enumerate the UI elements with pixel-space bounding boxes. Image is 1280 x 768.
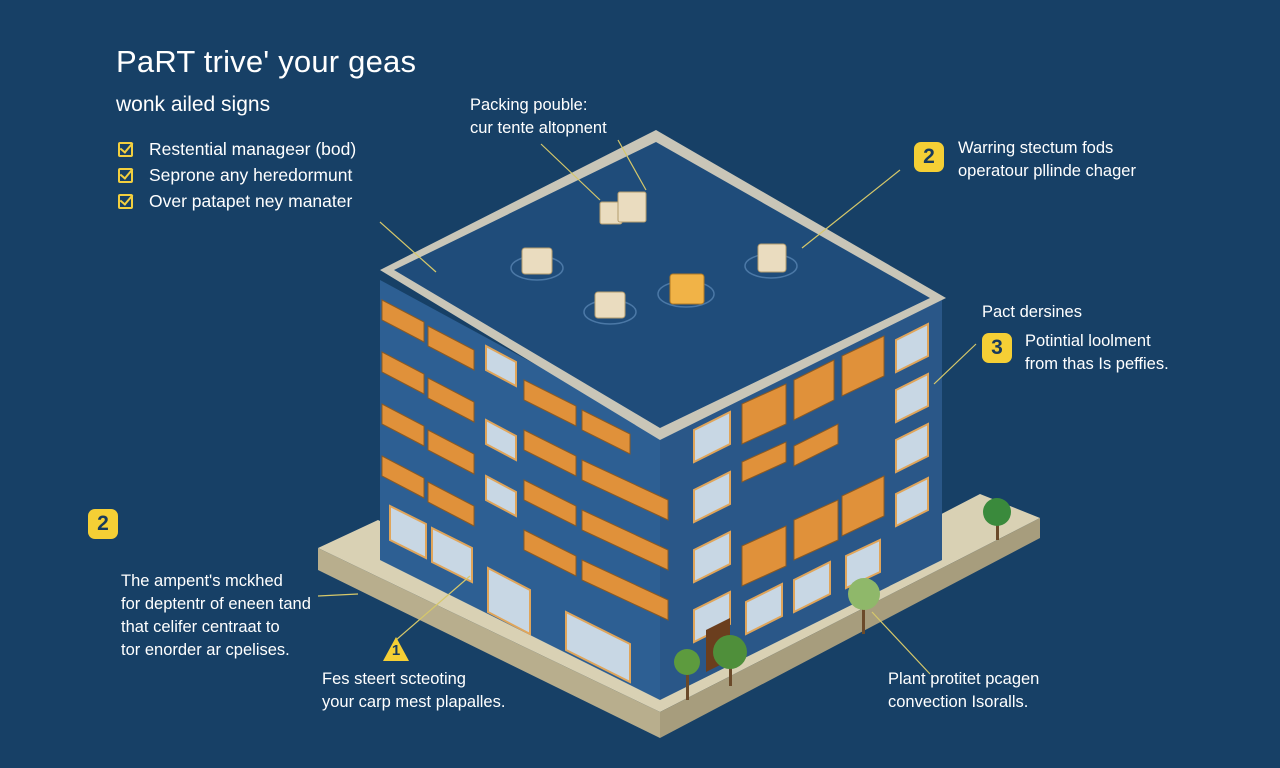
- callout-line: tor enorder ar cpelises.: [121, 641, 290, 659]
- callout-heading: Pact dersines: [982, 303, 1082, 321]
- callout-line: cur tente altopnent: [470, 119, 607, 137]
- callout-line: your carp mest plapalles.: [322, 693, 506, 711]
- callout-line: convection Isoralls.: [888, 693, 1029, 711]
- left-facade-glass: [389, 344, 631, 684]
- callout-line: The ampent's mckhed: [121, 572, 283, 590]
- checklist-item-label: Restential manageər (bod): [149, 138, 357, 159]
- callout-left: The ampent's mckhed for deptentr of enee…: [121, 570, 311, 662]
- callout-line: from thas Is peffies.: [1025, 355, 1169, 373]
- callout-line: Packing pouble:: [470, 96, 588, 114]
- step-badge-3: 3: [982, 333, 1012, 363]
- callout-line: Potintial loolment: [1025, 332, 1151, 350]
- callout-line: Warring stectum fods: [958, 139, 1114, 157]
- step-badge-2-left: 2: [88, 509, 118, 539]
- callout-line: Plant protitet pcagen: [888, 670, 1040, 688]
- callout-line: operatour pllinde chager: [958, 162, 1136, 180]
- leader-lines: [317, 139, 977, 675]
- step-badge-2: 2: [914, 142, 944, 172]
- callout-bottom-center: Fes steert scteoting your carp mest plap…: [322, 668, 505, 714]
- callout-bottom-right: Plant protitet pcagen convection Isorall…: [888, 668, 1039, 714]
- checklist-item: Over patapet ney manater: [118, 188, 356, 214]
- page-subtitle: wonk ailed signs: [116, 93, 271, 116]
- roof: [394, 142, 930, 428]
- checklist: Restential manageər (bod) Seprone any he…: [118, 136, 356, 214]
- checklist-item: Restential manageər (bod): [118, 136, 356, 162]
- step-badge-1: 1: [391, 642, 401, 659]
- warning-icon: 1: [382, 636, 410, 662]
- checklist-item-label: Over patapet ney manater: [149, 190, 353, 211]
- callout-line: Fes steert scteoting: [322, 670, 466, 688]
- callout-line: that celifer centraat to: [121, 618, 280, 636]
- callout-mid-right: Potintial loolment from thas Is peffies.: [1025, 330, 1169, 376]
- callout-top-center: Packing pouble: cur tente altopnent: [470, 94, 607, 140]
- page-title: PaRT trive' your geas: [116, 44, 417, 79]
- callout-line: for deptentr of eneen tand: [121, 595, 311, 613]
- right-facade-windows: [741, 335, 885, 587]
- check-icon: [118, 193, 133, 209]
- checklist-item-label: Seprone any heredormunt: [149, 164, 353, 185]
- callout-top-right: Warring stectum fods operatour pllinde c…: [958, 137, 1136, 183]
- checklist-item: Seprone any heredormunt: [118, 162, 356, 188]
- package-icon: [510, 191, 798, 325]
- right-facade-glass: [693, 322, 929, 644]
- building-left-facade: [380, 280, 660, 700]
- tree-icon: [674, 498, 1011, 700]
- check-icon: [118, 167, 133, 183]
- left-facade-windows: [381, 299, 669, 621]
- check-icon: [118, 141, 133, 157]
